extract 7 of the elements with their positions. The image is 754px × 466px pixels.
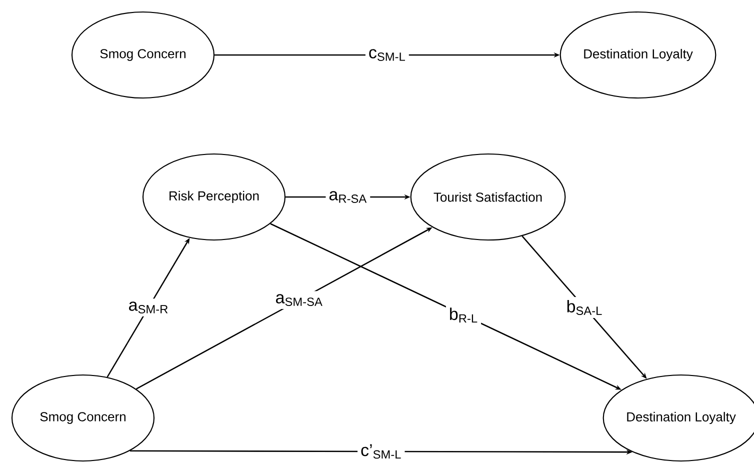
edge-label: b$_{SA-L}$ bbox=[563, 296, 606, 318]
edge-label: a$_{SM-SA}$ bbox=[272, 291, 326, 309]
edge-label: a$_{R-SA}$ bbox=[326, 188, 370, 206]
edge-label: a$_{SM-R}$ bbox=[125, 298, 172, 316]
edge-label: c$_{SM-L}$ bbox=[365, 46, 409, 64]
edge-label: c’$_{SM-L}$ bbox=[358, 441, 405, 462]
edge-label: b$_{R-L}$ bbox=[446, 304, 482, 326]
